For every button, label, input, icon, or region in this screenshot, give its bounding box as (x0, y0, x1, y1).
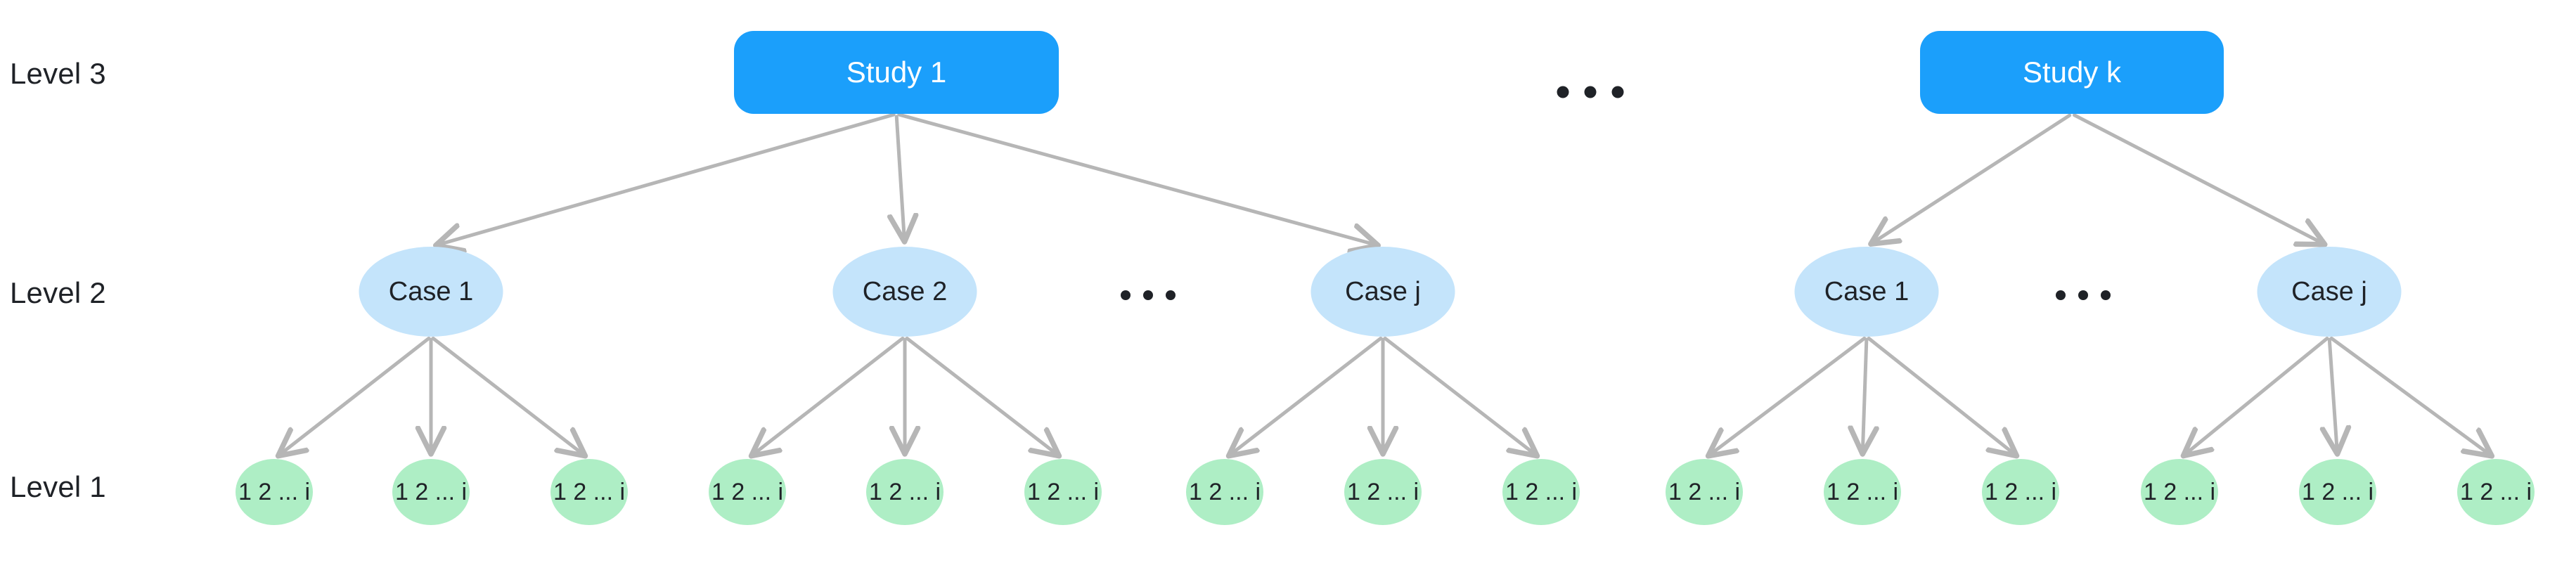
leaf-node-leaf-12[interactable]: 1 2 ... i (1982, 459, 2059, 525)
leaf-node-leaf-02[interactable]: 1 2 ... i (392, 459, 470, 525)
ellipsis-dot (1166, 290, 1176, 300)
case-node-right-j[interactable]: Case j (2257, 247, 2402, 337)
level-2-label: Level 2 (10, 276, 106, 309)
study-node-study-k[interactable]: Study k (1920, 31, 2224, 114)
case-node-right-1[interactable]: Case 1 (1794, 247, 1939, 337)
level-3-label: Level 3 (10, 57, 106, 90)
leaf-node-leaf-11[interactable]: 1 2 ... i (1824, 459, 1901, 525)
case-node-left-2[interactable]: Case 2 (832, 247, 977, 337)
case-ellipsis-right (2056, 290, 2111, 300)
ellipsis-dot (1143, 290, 1153, 300)
leaf-node-leaf-03[interactable]: 1 2 ... i (550, 459, 628, 525)
leaf-node-leaf-06[interactable]: 1 2 ... i (1024, 459, 1102, 525)
ellipsis-dot (2078, 290, 2088, 300)
ellipsis-dot (1121, 290, 1131, 300)
leaf-node-leaf-07[interactable]: 1 2 ... i (1186, 459, 1263, 525)
ellipsis-dot (2056, 290, 2066, 300)
level-1-label: Level 1 (10, 470, 106, 503)
leaf-node-leaf-04[interactable]: 1 2 ... i (709, 459, 786, 525)
ellipsis-dot (1584, 86, 1597, 98)
leaf-node-leaf-15[interactable]: 1 2 ... i (2457, 459, 2535, 525)
case-node-left-1[interactable]: Case 1 (359, 247, 503, 337)
leaf-node-leaf-09[interactable]: 1 2 ... i (1502, 459, 1580, 525)
leaf-node-leaf-13[interactable]: 1 2 ... i (2141, 459, 2218, 525)
leaf-node-leaf-01[interactable]: 1 2 ... i (236, 459, 313, 525)
leaf-node-leaf-10[interactable]: 1 2 ... i (1666, 459, 1743, 525)
ellipsis-dot (1557, 86, 1569, 98)
study-ellipsis (1557, 86, 1624, 98)
case-node-left-j[interactable]: Case j (1310, 247, 1455, 337)
case-ellipsis-left (1121, 290, 1176, 300)
leaf-node-leaf-05[interactable]: 1 2 ... i (866, 459, 944, 525)
leaf-node-leaf-08[interactable]: 1 2 ... i (1344, 459, 1422, 525)
study-node-study-1[interactable]: Study 1 (734, 31, 1059, 114)
ellipsis-dot (1611, 86, 1624, 98)
leaf-node-leaf-14[interactable]: 1 2 ... i (2299, 459, 2376, 525)
ellipsis-dot (2101, 290, 2111, 300)
